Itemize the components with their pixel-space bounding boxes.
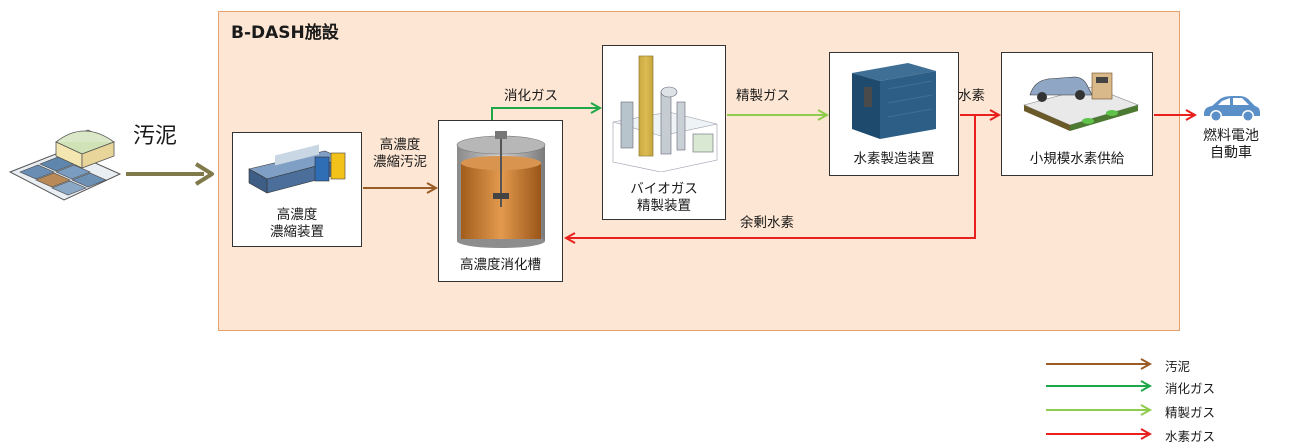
output-fuel-cell-vehicle-label: 燃料電池 自動車 [1203,128,1259,161]
flow-label-hydrogen: 水素 [958,88,985,104]
hydrogen-producer-node: 水素製造装置 [829,52,959,176]
biogas-refiner-illustration [612,55,718,172]
hydrogen-supply-node: 小規模水素供給 [1001,52,1153,176]
flow-label-refined-gas: 精製ガス [736,88,790,104]
legend-label-sludge: 汚泥 [1165,359,1191,374]
digester-label: 高濃度消化槽 [460,257,541,273]
hydrogen-producer-label: 水素製造装置 [853,151,935,167]
legend-label-refined-gas: 精製ガス [1165,405,1216,420]
flow-label-concentrated-sludge: 高濃度 濃縮汚泥 [373,137,427,170]
refined-gas-arrow [727,109,830,121]
legend-label-hydrogen-gas: 水素ガス [1165,429,1216,444]
concentrated-sludge-arrow [363,182,439,194]
thickener-machine-illustration [248,144,346,194]
legend-arrow-refined-gas [1046,404,1153,416]
input-sludge-label: 汚泥 [133,124,178,149]
facility-title: B-DASH施設 [231,23,339,43]
legend-arrow-digestion-gas [1046,380,1153,392]
hydrogen-to-car-arrow [1154,109,1198,121]
surplus-hydrogen-arrow [563,115,976,244]
input-sludge-arrow [126,162,214,186]
legend-arrow-hydrogen-gas [1046,428,1153,440]
digestion-gas-arrow [491,102,603,120]
flow-label-digestion-gas: 消化ガス [504,88,558,104]
legend-arrow-sludge [1046,358,1153,370]
legend-label-digestion-gas: 消化ガス [1165,381,1216,396]
digester-tank-illustration [456,131,546,248]
biogas-refiner-node: バイオガス 精製装置 [602,45,726,220]
sewage-plant-illustration [8,129,122,201]
hydrogen-arrow [960,109,1002,121]
hydrogen-producer-illustration [852,63,936,139]
biogas-refiner-label: バイオガス 精製装置 [630,181,698,214]
hydrogen-station-illustration [1023,72,1139,131]
digester-node: 高濃度消化槽 [438,120,563,282]
hydrogen-supply-label: 小規模水素供給 [1029,151,1125,167]
thickener-node: 高濃度 濃縮装置 [232,132,362,247]
flow-label-surplus-hydrogen: 余剰水素 [740,215,794,231]
thickener-label: 高濃度 濃縮装置 [270,207,324,240]
fuel-cell-car-icon [1204,96,1260,122]
